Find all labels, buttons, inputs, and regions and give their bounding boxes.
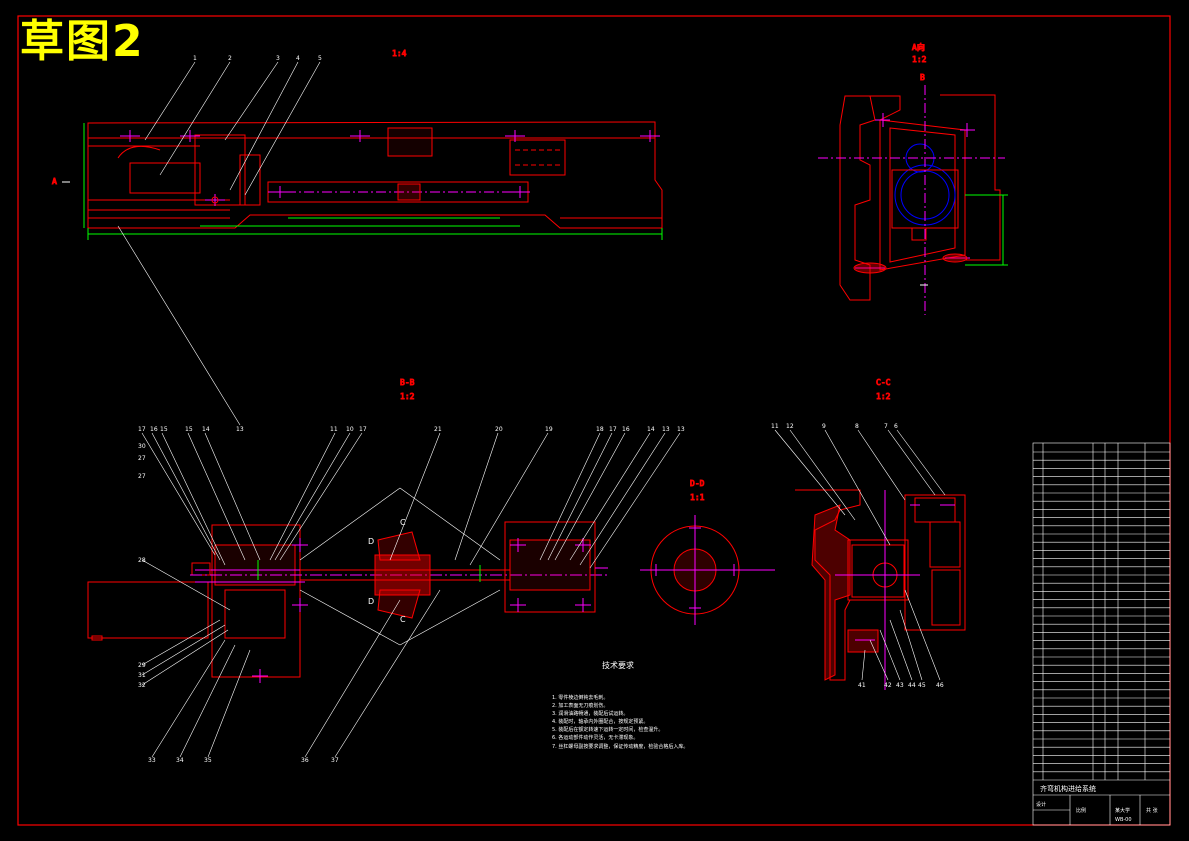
svg-text:36: 36: [301, 757, 309, 764]
svg-text:34: 34: [176, 757, 184, 764]
svg-text:16: 16: [150, 426, 158, 433]
svg-text:3: 3: [276, 55, 280, 62]
section-cc-scale: 1:2: [876, 392, 891, 401]
end-view-caption: A向: [912, 42, 925, 52]
svg-text:32: 32: [138, 682, 146, 689]
title-block-name: 齐弯机构进给系统: [1040, 784, 1096, 793]
svg-text:C: C: [400, 615, 406, 624]
svg-text:12: 12: [786, 423, 794, 430]
svg-text:16: 16: [622, 426, 630, 433]
svg-text:C: C: [400, 518, 406, 527]
svg-text:19: 19: [545, 426, 553, 433]
parts-list-table: [1032, 442, 1171, 826]
svg-text:21: 21: [434, 426, 442, 433]
section-bb-scale: 1:2: [400, 392, 415, 401]
svg-text:45: 45: [918, 682, 926, 689]
svg-text:13: 13: [662, 426, 670, 433]
svg-text:13: 13: [677, 426, 685, 433]
svg-text:28: 28: [138, 557, 146, 564]
title-block-scale-label: 比例: [1076, 807, 1086, 814]
tech-requirements-block: 技术要求 1. 零件棱边倒钝去毛刺。 2. 加工表面无刀痕划伤。 3. 润滑油路…: [552, 660, 688, 750]
top-view-scale: 1:4: [392, 49, 407, 58]
svg-text:29: 29: [138, 662, 146, 669]
svg-text:17: 17: [609, 426, 617, 433]
section-dd-scale: 1:1: [690, 493, 705, 502]
svg-text:6: 6: [894, 423, 898, 430]
svg-text:14: 14: [202, 426, 210, 433]
tech-req-item-6: 6. 各运动部件动作灵活，无卡滞现象。: [552, 734, 638, 741]
svg-text:11: 11: [330, 426, 338, 433]
svg-text:46: 46: [936, 682, 944, 689]
svg-text:15: 15: [160, 426, 168, 433]
svg-text:5: 5: [318, 55, 322, 62]
section-cc-caption: C-C: [876, 378, 891, 387]
title-block-code: WB-00: [1115, 817, 1132, 823]
drawing-title: 草图2: [20, 16, 145, 67]
section-d-d: D-D 1:1: [640, 479, 775, 625]
end-view-a: A向 1:2 B: [818, 42, 1008, 315]
svg-text:8: 8: [855, 423, 859, 430]
svg-text:27: 27: [138, 455, 146, 462]
svg-text:9: 9: [822, 423, 826, 430]
svg-text:27: 27: [138, 473, 146, 480]
svg-text:15: 15: [185, 426, 193, 433]
top-view-section-mark: A: [52, 177, 57, 186]
svg-text:D: D: [368, 597, 374, 606]
svg-text:17: 17: [138, 426, 146, 433]
section-b-b: B-B 1:2: [87, 378, 685, 764]
svg-text:1: 1: [193, 55, 197, 62]
svg-text:31: 31: [138, 672, 146, 679]
svg-text:10: 10: [346, 426, 354, 433]
svg-text:14: 14: [647, 426, 655, 433]
end-view-section-mark: B: [920, 73, 925, 82]
svg-text:35: 35: [204, 757, 212, 764]
svg-text:18: 18: [596, 426, 604, 433]
svg-text:2: 2: [228, 55, 232, 62]
tech-req-item-7: 7. 丝杠螺母副按要求调整，保证传动精度，检验合格后入库。: [552, 743, 688, 750]
title-block-sheet-label: 共 张: [1146, 807, 1158, 814]
sheet-border: [17, 15, 1171, 826]
svg-text:44: 44: [908, 682, 916, 689]
svg-text:4: 4: [296, 55, 300, 62]
section-bb-caption: B-B: [400, 378, 415, 387]
top-view: 1:4 A: [52, 49, 663, 426]
svg-text:37: 37: [331, 757, 339, 764]
title-block-school: 某大学: [1115, 807, 1130, 814]
svg-text:11: 11: [771, 423, 779, 430]
section-dd-caption: D-D: [690, 479, 705, 488]
svg-text:41: 41: [858, 682, 866, 689]
svg-text:13: 13: [236, 426, 244, 433]
tech-req-item-2: 2. 加工表面无刀痕划伤。: [552, 702, 608, 709]
tech-req-item-3: 3. 润滑油路畅通，装配后试运转。: [552, 710, 628, 717]
svg-text:42: 42: [884, 682, 892, 689]
svg-text:30: 30: [138, 443, 146, 450]
svg-text:33: 33: [148, 757, 156, 764]
svg-text:43: 43: [896, 682, 904, 689]
svg-text:D: D: [368, 537, 374, 546]
svg-text:17: 17: [359, 426, 367, 433]
svg-text:7: 7: [884, 423, 888, 430]
section-c-c: C-C 1:2: [771, 378, 966, 690]
title-block-author-label: 设计: [1036, 801, 1046, 808]
tech-req-item-5: 5. 装配后在额定转速下运转一定时间，检查温升。: [552, 726, 663, 733]
end-view-scale: 1:2: [912, 55, 927, 64]
tech-requirements-heading: 技术要求: [602, 660, 634, 670]
svg-text:20: 20: [495, 426, 503, 433]
tech-req-item-4: 4. 装配时，轴承内外圈配合，按规定预紧。: [552, 718, 648, 725]
tech-req-item-1: 1. 零件棱边倒钝去毛刺。: [552, 694, 608, 701]
